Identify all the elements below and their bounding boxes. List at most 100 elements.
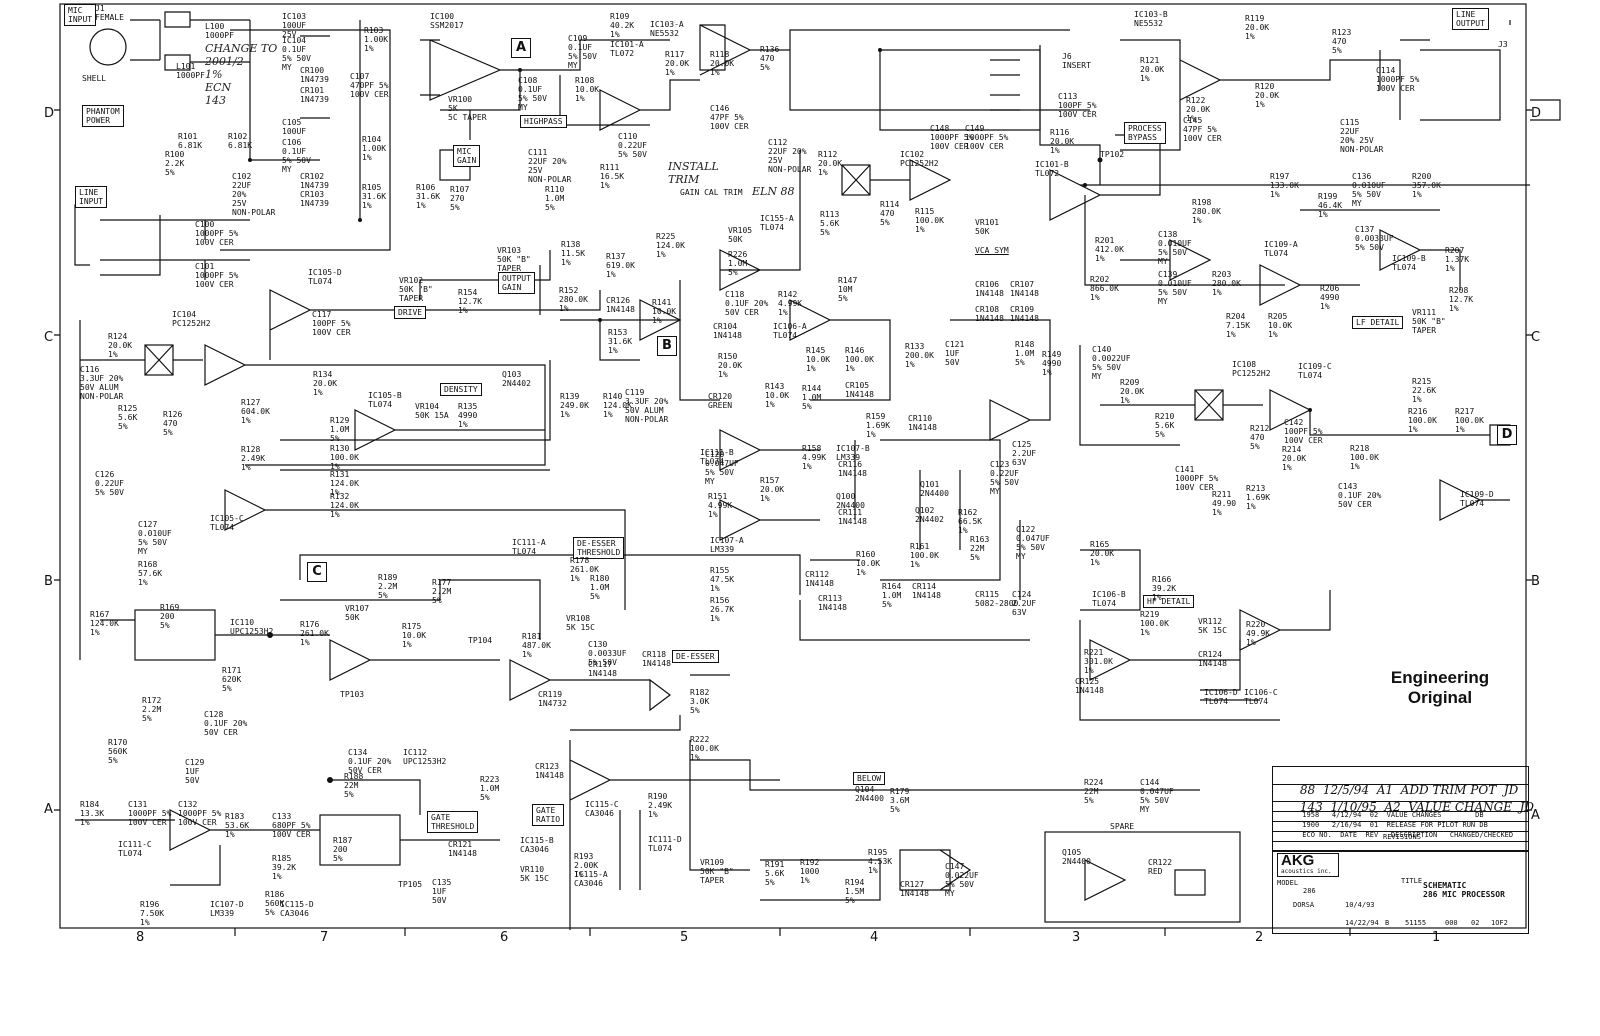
- component-label: R111 16.5K 1%: [600, 163, 625, 190]
- rev-row-2: 1958 4/12/94 02 VALUE CHANGES DB: [1277, 803, 1483, 827]
- component-label: R115 100.0K 1%: [915, 207, 944, 234]
- company-sub: acoustics inc.: [1281, 868, 1332, 875]
- rev-row-2-desc: VALUE CHANGES: [1386, 811, 1442, 819]
- component-label: C112 22UF 20% 25V NON-POLAR: [768, 138, 812, 174]
- component-label: R137 619.0K 1%: [606, 252, 635, 279]
- component-label: TP104: [468, 636, 493, 645]
- highpass-label: HIGHPASS: [520, 115, 567, 128]
- component-label: R103 1.00K 1%: [364, 26, 389, 53]
- component-label: R226 1.0M 5%: [728, 250, 748, 277]
- component-label: VR109 50K "B" TAPER: [700, 858, 734, 885]
- component-label: R154 12.7K 1%: [458, 288, 483, 315]
- component-label: R129 1.0M 5%: [330, 416, 350, 443]
- component-label: IC105-D TL074: [308, 268, 342, 286]
- component-label: R105 31.6K 1%: [362, 183, 387, 210]
- zone-label-col-1: 1: [1432, 930, 1441, 945]
- rev-row-0-no: 88: [1299, 783, 1316, 797]
- component-label: CR107 1N4148: [1010, 280, 1039, 298]
- density-label: DENSITY: [440, 383, 482, 396]
- revision-number: 02: [1471, 919, 1480, 927]
- component-label: R220 49.9K 1%: [1246, 620, 1271, 647]
- component-label: C147 0.022UF 5% 50V MY: [945, 862, 979, 898]
- component-label: R145 10.0K 1%: [806, 346, 831, 373]
- zone-label-row-C-left: C: [44, 330, 54, 345]
- component-label: R195 4.53K 1%: [868, 848, 893, 875]
- component-label: C138 0.010UF 5% 50V MY: [1158, 230, 1192, 266]
- note-ecn-88: ELN 88: [752, 185, 795, 198]
- zone-label-row-B-left: B: [44, 574, 53, 589]
- line-output-label: LINE OUTPUT: [1452, 8, 1489, 30]
- zone-label-row-D-left: D: [44, 106, 55, 121]
- component-label: IC103-A NE5532: [650, 20, 684, 38]
- component-label: C136 0.010UF 5% 50V MY: [1352, 172, 1386, 208]
- component-label: R192 1000 1%: [800, 858, 820, 885]
- component-label: CR101 1N4739: [300, 86, 329, 104]
- rev-header-0: ECO NO.: [1302, 831, 1332, 839]
- component-label: C129 1UF 50V: [185, 758, 205, 785]
- component-label: CR104 1N4148: [713, 322, 742, 340]
- component-label: CR111 1N4148: [838, 508, 867, 526]
- model-number: 286: [1303, 887, 1316, 895]
- phantom-power-label: PHANTOM POWER: [82, 105, 124, 127]
- rev-header-4: CHANGED/CHECKED: [1449, 831, 1514, 839]
- revision-block: 88 12/5/94 A1 ADD TRIM POT JD 143 1/10/9…: [1272, 766, 1534, 852]
- schematic-title: SCHEMATIC 286 MIC PROCESSOR: [1423, 881, 1505, 899]
- component-label: R141 10.0K 1%: [652, 298, 677, 325]
- component-label: IC101-A TL072: [610, 40, 644, 58]
- drawn-by: DORSA: [1293, 901, 1315, 909]
- component-label: C119 3.3UF 20% 50V ALUM NON-POLAR: [625, 388, 669, 424]
- component-label: R185 39.2K 1%: [272, 854, 297, 881]
- component-label: R161 100.0K 1%: [910, 542, 939, 569]
- component-label: R113 5.6K 5%: [820, 210, 840, 237]
- component-label: IC106-A TL074: [773, 322, 807, 340]
- component-label: R216 100.0K 1%: [1408, 407, 1437, 434]
- component-label: CR105 1N4148: [845, 381, 874, 399]
- component-label: R204 7.15K 1%: [1226, 312, 1251, 339]
- component-label: R206 4990 1%: [1320, 284, 1340, 311]
- component-label: R110 1.0M 5%: [545, 185, 565, 212]
- component-label: CR114 1N4148: [912, 582, 941, 600]
- component-label: R133 200.0K 1%: [905, 342, 934, 369]
- component-label: R142 4.99K 1%: [778, 290, 803, 317]
- component-label: C134 0.1UF 20% 50V CER: [348, 748, 392, 775]
- component-label: R160 10.0K 1%: [856, 550, 881, 577]
- component-label: R119 20.0K 1%: [1245, 14, 1270, 41]
- component-label: R170 560K 5%: [108, 738, 128, 765]
- component-label: R198 280.0K 1%: [1192, 198, 1221, 225]
- rev-row-0: 88 12/5/94 A1 ADD TRIM POT JD: [1277, 769, 1518, 811]
- component-label: IC103-B NE5532: [1134, 10, 1168, 28]
- component-label: C110 0.22UF 5% 50V: [618, 132, 647, 159]
- component-label: R212 470 5%: [1250, 424, 1270, 451]
- component-label: R136 470 5%: [760, 45, 780, 72]
- sheet-number: 1OF2: [1491, 919, 1508, 927]
- component-label: C145 47PF 5% 100V CER: [1183, 116, 1222, 143]
- marker-D: D: [1497, 425, 1517, 445]
- component-label: C106 0.1UF 5% 50V MY: [282, 138, 311, 174]
- component-label: Q105 2N4400: [1062, 848, 1091, 866]
- component-label: R130 100.0K 1%: [330, 444, 359, 471]
- component-label: R153 31.6K 1%: [608, 328, 633, 355]
- component-label: CR113 1N4148: [818, 594, 847, 612]
- component-label: R178 261.0K 1%: [570, 556, 599, 583]
- component-label: R157 20.0K 1%: [760, 476, 785, 503]
- zone-label-row-D-right: D: [1531, 106, 1542, 121]
- component-label: IC101-B TL072: [1035, 160, 1069, 178]
- component-label: IC115-B CA3046: [520, 836, 554, 854]
- component-label: R127 604.0K 1%: [241, 398, 270, 425]
- rev-header-3: DESCRIPTION: [1390, 831, 1438, 839]
- component-label: VR102 50K "B" TAPER: [399, 276, 433, 303]
- component-label: CR124 1N4148: [1198, 650, 1227, 668]
- component-label: C140 0.0022UF 5% 50V MY: [1092, 345, 1131, 381]
- component-label: R222 100.0K 1%: [690, 735, 719, 762]
- rev-row-0-desc: ADD TRIM POT: [1400, 783, 1497, 797]
- zone-label-col-5: 5: [680, 930, 689, 945]
- component-label: IC100 SSM2017: [430, 12, 464, 30]
- component-label: R167 124.0K 1%: [90, 610, 119, 637]
- component-label: C124 2.2UF 63V: [1012, 590, 1037, 617]
- rev-row-2-date: 4/12/94: [1331, 811, 1362, 819]
- component-label: R200 357.0K 1%: [1412, 172, 1441, 199]
- company-name: AKG: [1281, 852, 1315, 869]
- component-label: R217 100.0K 1%: [1455, 407, 1484, 434]
- rev-header: ECO NO. DATE REV DESCRIPTION CHANGED/CHE…: [1277, 823, 1513, 847]
